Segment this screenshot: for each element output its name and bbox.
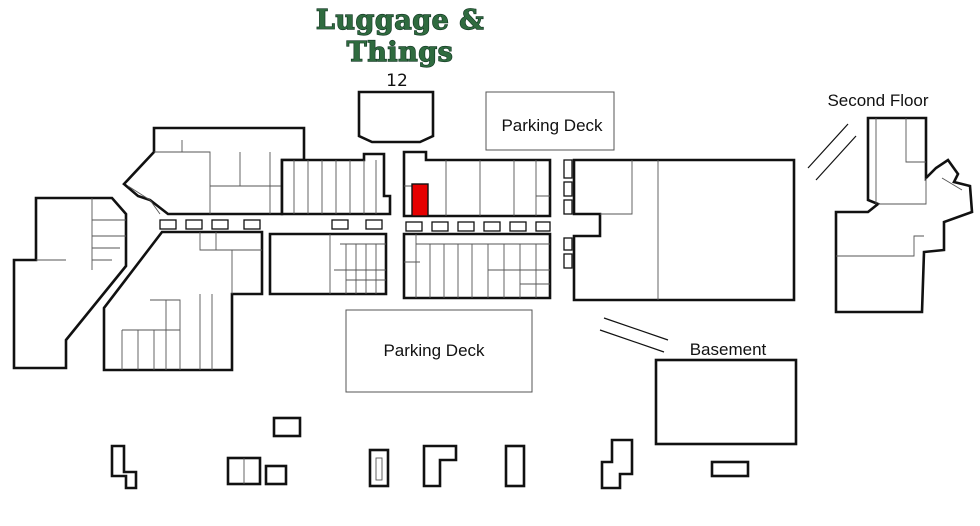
building-northwest[interactable] <box>122 126 306 216</box>
building-east-anchor[interactable] <box>572 158 796 302</box>
second-floor-connector <box>807 123 857 181</box>
building-center-stores <box>404 160 550 216</box>
building-south-east-center-stores <box>404 234 550 298</box>
building-southwest-stores <box>121 232 262 370</box>
basement-building[interactable] <box>654 358 798 446</box>
basement-label: Basement <box>690 340 767 359</box>
outparcel-9[interactable] <box>710 460 750 478</box>
outparcel-1[interactable] <box>110 444 138 490</box>
building-west-stores <box>36 198 126 270</box>
kiosk-row-east <box>563 159 573 269</box>
second-floor-building[interactable] <box>834 116 974 314</box>
kiosk-row-upper <box>159 219 551 232</box>
outparcel-7[interactable] <box>504 444 526 488</box>
building-south-east-center[interactable] <box>402 232 552 300</box>
building-west[interactable] <box>12 196 128 370</box>
outparcels <box>110 416 750 490</box>
building-south-center[interactable] <box>268 232 388 296</box>
second-floor-label: Second Floor <box>827 91 928 110</box>
building-north-center-stores <box>293 160 377 214</box>
store-name-line1: Luggage & <box>316 5 484 36</box>
basement-connector <box>599 317 669 353</box>
outparcel-8[interactable] <box>600 438 634 490</box>
building-center[interactable] <box>402 150 552 218</box>
parking-deck-south[interactable] <box>345 309 533 393</box>
outparcel-5[interactable] <box>368 448 390 488</box>
building-southwest[interactable] <box>102 230 264 372</box>
second-floor-stores <box>836 118 963 257</box>
building-east-anchor-stores <box>600 160 659 300</box>
building-unit-12-annex[interactable] <box>357 90 435 144</box>
outparcel-2[interactable] <box>272 416 302 438</box>
store-name-line2: Things <box>347 37 454 68</box>
outparcel-6[interactable] <box>422 444 458 488</box>
outparcel-4[interactable] <box>264 464 288 486</box>
parking-deck-north[interactable] <box>485 91 615 151</box>
building-south-center-stores <box>329 234 386 294</box>
building-northwest-stores <box>127 140 282 215</box>
luggage-and-things-store[interactable] <box>411 183 429 217</box>
parking-deck-south-label: Parking Deck <box>383 341 485 360</box>
unit-number: 12 <box>386 71 408 91</box>
parking-deck-north-label: Parking Deck <box>501 116 603 135</box>
